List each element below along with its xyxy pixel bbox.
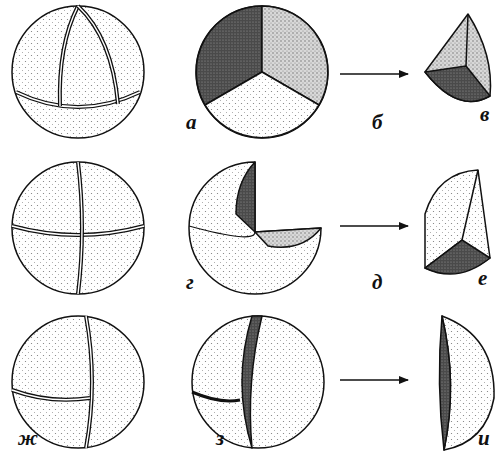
panel-letter: в xyxy=(480,104,489,125)
panel-letter: е xyxy=(478,268,487,289)
panel-letter: а xyxy=(186,112,197,133)
panel-letter: д xyxy=(372,272,382,293)
panel-letter: б xyxy=(372,112,382,133)
panel-letter: и xyxy=(478,428,490,449)
panel-letter: з xyxy=(216,428,224,449)
panel-letter: ж xyxy=(18,428,38,449)
panel-letter: г xyxy=(186,272,194,293)
